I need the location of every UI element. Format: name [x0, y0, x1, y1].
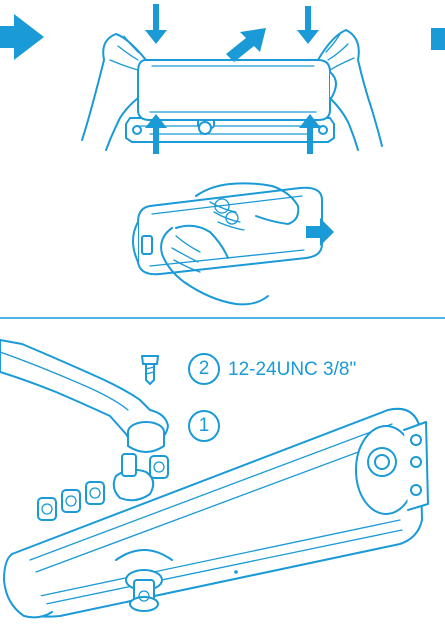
next-step-arrow-icon — [431, 28, 445, 50]
screw-icon — [141, 355, 159, 385]
down-arrow-icon — [145, 4, 167, 44]
step-1-badge: 1 — [188, 410, 220, 442]
direction-arrow-icon — [226, 28, 266, 62]
wrench-icon — [0, 339, 169, 453]
previous-step-arrow-icon — [0, 14, 44, 60]
down-arrow-icon — [297, 6, 319, 44]
up-arrow-icon — [299, 114, 321, 154]
up-arrow-icon — [145, 114, 167, 154]
screw-spec-label: 12-24UNC 3/8" — [228, 359, 357, 380]
cover-mounting-illustration — [81, 4, 383, 154]
slide-direction-arrow-icon — [306, 218, 334, 246]
slide-unit-illustration — [132, 182, 334, 306]
step-2-badge: 2 — [188, 353, 220, 385]
door-closer-body — [3, 407, 429, 619]
